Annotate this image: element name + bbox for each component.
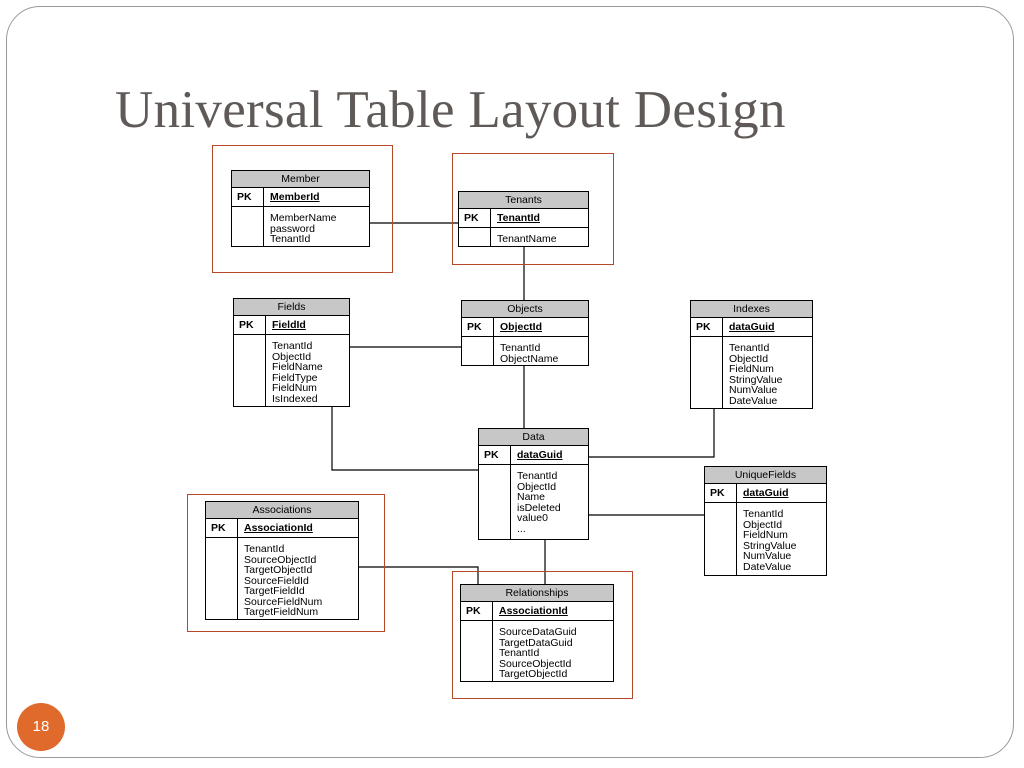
primary-key-field: FieldId <box>272 319 306 331</box>
field: SourceDataGuid <box>499 626 577 638</box>
pk-label: PK <box>459 209 491 227</box>
primary-key-field: TenantId <box>497 212 540 224</box>
pk-label: PK <box>691 318 723 336</box>
table-indexes[interactable]: Indexes PK dataGuid TenantId ObjectId Fie… <box>690 300 813 409</box>
table-name: Objects <box>462 301 588 318</box>
field: isDeleted <box>517 501 561 514</box>
field: DateValue <box>729 394 778 407</box>
table-data[interactable]: Data PK dataGuid TenantId ObjectId Name i… <box>478 428 589 540</box>
field: SourceFieldId <box>244 574 309 587</box>
connector-fields-data <box>331 407 478 471</box>
highlight-box-relationships <box>452 571 633 699</box>
table-name: Associations <box>206 502 358 519</box>
field: ObjectName <box>500 352 559 365</box>
field: TargetObjectId <box>499 668 568 680</box>
table-name: UniqueFields <box>705 467 826 484</box>
table-fields[interactable]: Fields PK FieldId TenantId ObjectId Field… <box>233 298 350 407</box>
field: TargetDataGuid <box>499 636 573 649</box>
table-objects[interactable]: Objects PK ObjectId TenantId ObjectName <box>461 300 589 366</box>
field: StringValue <box>729 373 783 386</box>
table-associations[interactable]: Associations PK AssociationId TenantId So… <box>205 501 359 620</box>
field: NumValue <box>729 384 778 396</box>
primary-key-field: AssociationId <box>499 605 568 617</box>
slide-title: Universal Table Layout Design <box>115 81 786 139</box>
table-name: Indexes <box>691 301 812 318</box>
table-name: Fields <box>234 299 349 316</box>
field: DateValue <box>743 560 792 573</box>
field: TargetFieldNum <box>244 606 319 618</box>
field: SourceObjectId <box>244 553 317 566</box>
field: TargetObjectId <box>244 564 313 576</box>
pk-label: PK <box>479 446 511 464</box>
field: StringValue <box>743 539 797 552</box>
primary-key-field: ObjectId <box>500 321 543 333</box>
field: MemberName <box>270 212 337 224</box>
field: FieldNum <box>743 529 788 541</box>
field: TenantId <box>270 233 311 245</box>
field: ... <box>517 522 526 535</box>
field: ObjectId <box>729 352 769 365</box>
field: SourceObjectId <box>499 657 572 670</box>
slide-frame <box>6 6 1014 758</box>
field: TenantName <box>497 233 557 245</box>
table-uniquefields[interactable]: UniqueFields PK dataGuid TenantId ObjectI… <box>704 466 827 576</box>
connector-indexes-data <box>589 408 715 458</box>
table-name: Tenants <box>459 192 588 209</box>
field: TenantId <box>729 342 770 354</box>
field: FieldName <box>272 361 323 373</box>
pk-label: PK <box>462 318 494 336</box>
primary-key-field: dataGuid <box>729 321 775 333</box>
slide-number-badge: 18 <box>17 703 65 751</box>
field: FieldType <box>272 371 318 384</box>
primary-key-field: MemberId <box>270 191 320 203</box>
field: TenantId <box>272 340 313 352</box>
pk-label: PK <box>206 519 238 537</box>
field: ObjectId <box>517 480 557 493</box>
table-name: Relationships <box>461 585 613 602</box>
pk-label: PK <box>461 602 493 620</box>
field: TenantId <box>500 342 541 354</box>
field: Name <box>517 491 546 503</box>
table-tenants[interactable]: Tenants PK TenantId TenantName <box>458 191 589 247</box>
field: value0 <box>517 512 548 524</box>
field: FieldNum <box>729 363 774 375</box>
field: TenantId <box>743 508 784 520</box>
field: IsIndexed <box>272 392 318 405</box>
highlight-box-tenants <box>452 153 614 265</box>
highlight-box-associations <box>187 494 385 632</box>
highlight-box-member <box>212 145 393 273</box>
field: TargetFieldId <box>244 585 305 597</box>
field: NumValue <box>743 550 792 562</box>
field: TenantId <box>499 647 540 659</box>
field: ObjectId <box>272 350 312 363</box>
pk-label: PK <box>705 484 737 502</box>
table-member[interactable]: Member PK MemberId MemberName password Te… <box>231 170 370 247</box>
field: TenantId <box>244 543 285 555</box>
field: FieldNum <box>272 382 317 394</box>
field: ObjectId <box>743 518 783 531</box>
table-name: Data <box>479 429 588 446</box>
primary-key-field: dataGuid <box>517 449 563 461</box>
table-relationships[interactable]: Relationships PK AssociationId SourceData… <box>460 584 614 682</box>
field: password <box>270 222 315 235</box>
primary-key-field: dataGuid <box>743 487 789 499</box>
table-name: Member <box>232 171 369 188</box>
field: TenantId <box>517 470 558 482</box>
field: SourceFieldNum <box>244 595 323 608</box>
pk-label: PK <box>234 316 266 334</box>
primary-key-field: AssociationId <box>244 522 313 534</box>
pk-label: PK <box>232 188 264 206</box>
